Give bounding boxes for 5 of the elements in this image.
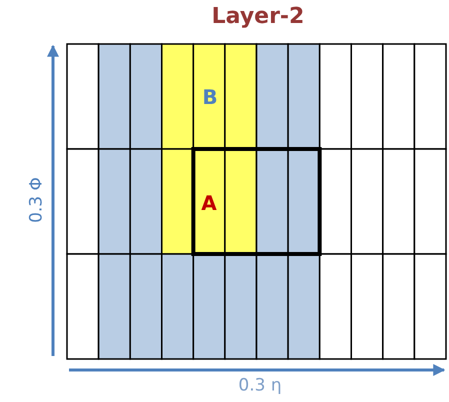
axis-label: 0.3 η [238,378,282,394]
title: Layer-2 [212,6,304,28]
axis-label: 0.3 Φ [28,177,46,223]
cell-label: A [201,193,217,213]
cell-label: B [202,87,218,107]
